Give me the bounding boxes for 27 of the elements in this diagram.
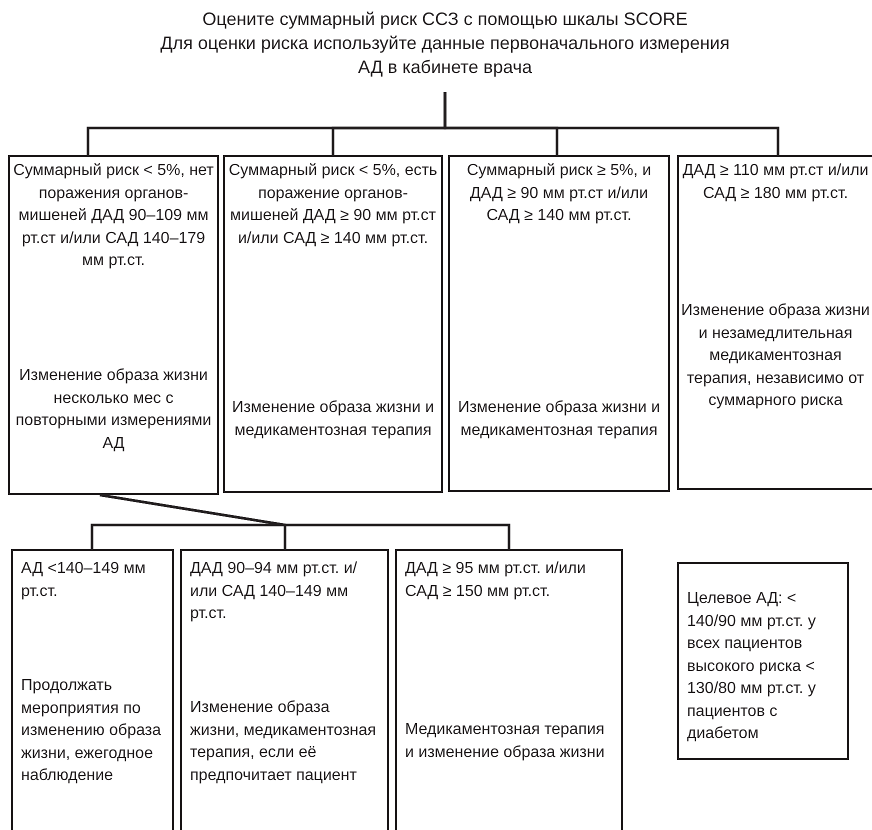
decision-box	[395, 549, 623, 830]
recommendation-text: Продолжать мероприятия по изменению образа жизни, ежегодное наблюдение	[21, 676, 162, 786]
recommendation-text: Изменение образа жизни и незамедлительная медикаментозная терапия, независимо от суммарного риска	[681, 301, 870, 411]
criteria-text: Целевое АД: < 140/90 мм рт.ст. у всех пациентов высокого риска < 130/80 мм рт.ст. у пациентов с диабетом	[687, 589, 817, 744]
recommendation-text: Медикаментозная терапия и изменение образа жизни	[405, 720, 606, 762]
criteria-text: ДАД ≥ 95 мм рт.ст. и/или САД ≥ 150 мм рт.ст.	[405, 559, 587, 602]
recommendation-text: Изменение образа жизни и медикаментозная терапия	[456, 398, 662, 440]
decision-box	[677, 155, 872, 490]
criteria-text: Суммарный риск < 5%, нет поражения органов-мишеней ДАД 90–109 мм рт.ст и/или САД 140–179 мм рт.ст.	[12, 161, 215, 271]
criteria-text: Суммарный риск ≥ 5%, и ДАД ≥ 90 мм рт.ст и/или САД ≥ 140 мм рт.ст.	[466, 161, 652, 226]
decision-box	[180, 549, 389, 830]
recommendation-text: Изменение образа жизни, медикаментозная терапия, если её предпочитает пациент	[190, 698, 378, 786]
decision-box	[677, 562, 849, 760]
decision-box	[223, 155, 443, 493]
decision-box	[448, 155, 670, 492]
recommendation-text: Изменение образа жизни и медикаментозная терапия	[230, 398, 436, 440]
criteria-text: Суммарный риск < 5%, есть поражение органов-мишеней ДАД ≥ 90 мм рт.ст и/или САД ≥ 140 мм рт.ст.	[228, 161, 438, 248]
heading-text: Оцените суммарный риск ССЗ с помощью шкалы SCORE	[201, 8, 689, 31]
recommendation-text: Изменение образа жизни несколько мес с повторными измерениями АД	[14, 366, 212, 454]
connector-line	[444, 92, 780, 155]
criteria-text: ДАД 90–94 мм рт.ст. и/или САД 140–149 мм рт.ст.	[190, 559, 358, 624]
connector-line	[100, 494, 510, 549]
heading-text: Для оценки риска используйте данные первоначального измерения АД в кабинете врача	[159, 32, 731, 79]
criteria-text: АД <140–149 мм рт.ст.	[21, 559, 147, 602]
decision-box	[8, 155, 219, 495]
decision-box	[11, 549, 174, 830]
criteria-text: ДАД ≥ 110 мм рт.ст и/или САД ≥ 180 мм рт.ст.	[682, 161, 870, 204]
